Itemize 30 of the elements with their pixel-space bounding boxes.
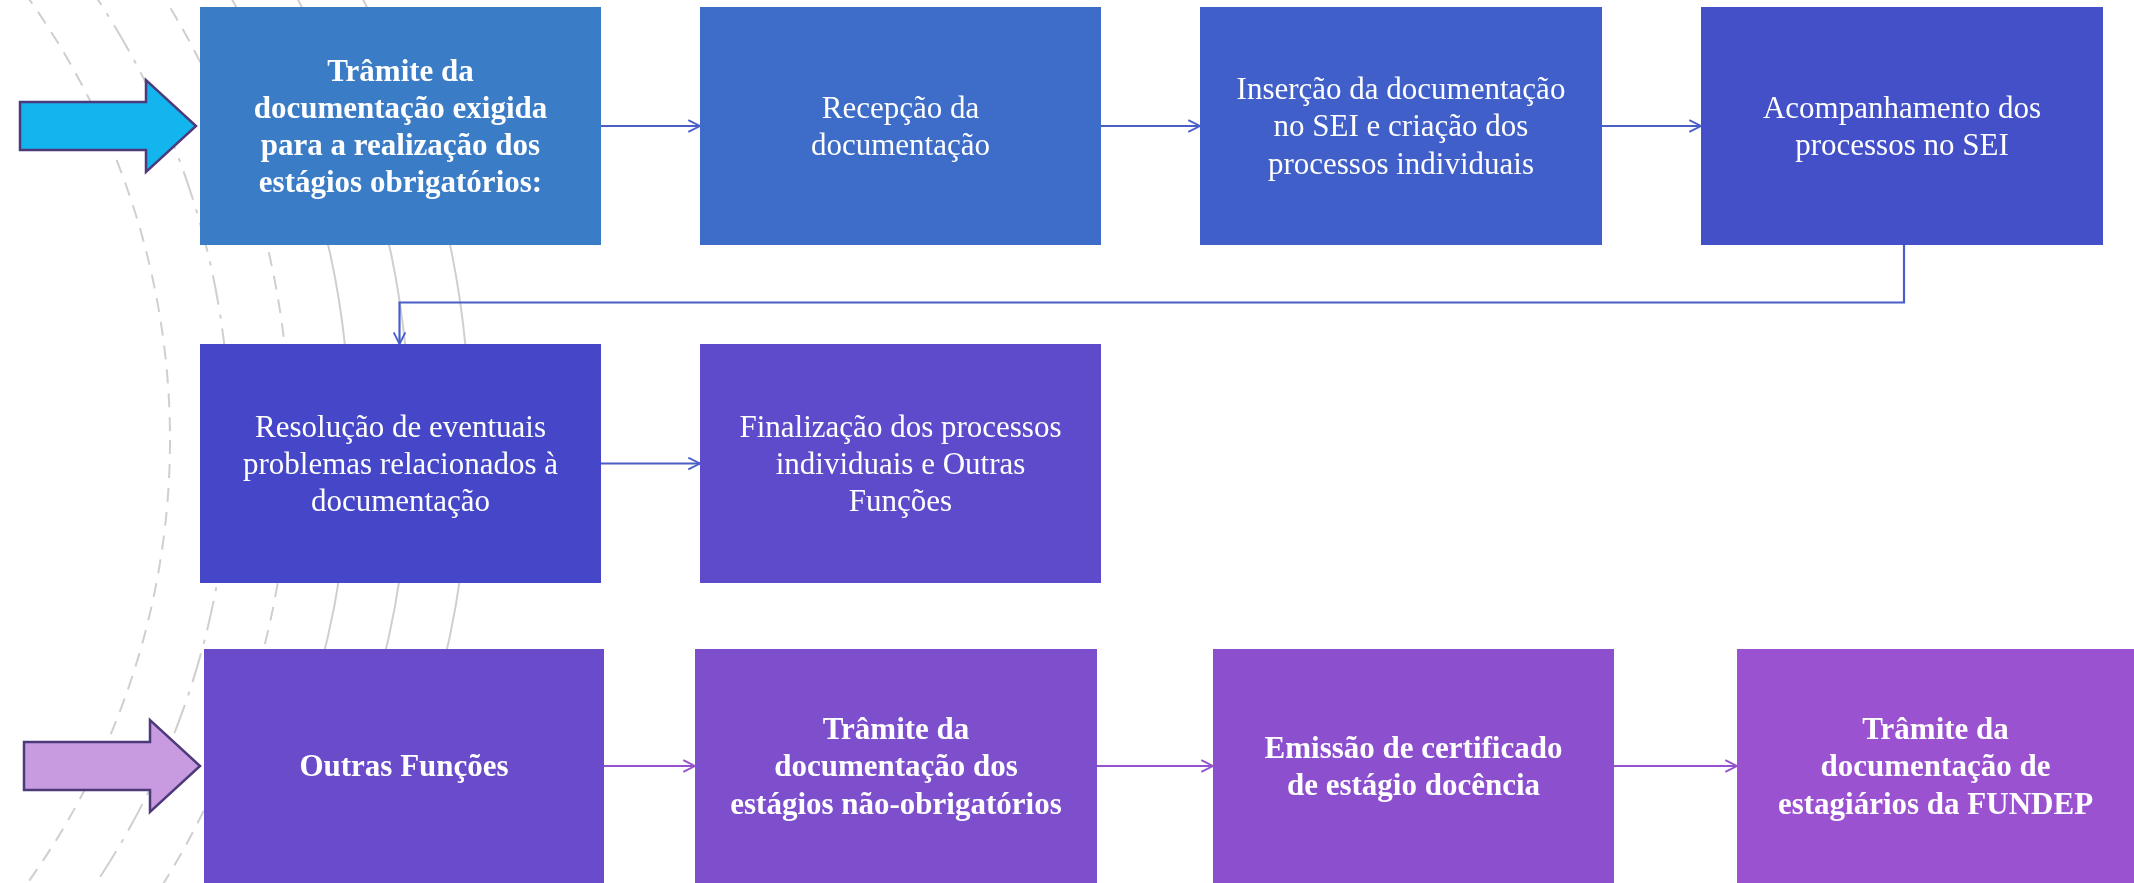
process-box (200, 344, 601, 583)
box-label: Recepção da documentação (810, 88, 991, 164)
arrow (601, 119, 701, 133)
arrow (1097, 759, 1214, 773)
process-box (1213, 649, 1614, 883)
arrow (392, 245, 1906, 345)
block-arrow (18, 77, 198, 175)
arrow (604, 759, 696, 773)
box-label: Emissão de certificado de estágio docência (1263, 728, 1564, 804)
arrow (1101, 119, 1201, 133)
box-label: Finalização dos processos individuais e Outras Funções (738, 407, 1063, 520)
process-box (695, 649, 1097, 883)
box-label: Outras Funções (299, 747, 509, 785)
arrow (601, 456, 701, 471)
arrow (1614, 759, 1738, 773)
box-label: Acompanhamento dos processos no SEI (1761, 88, 2043, 164)
box-label: Inserção da documentação no SEI e criação dos processos individuais (1235, 70, 1567, 182)
box-label: Trâmite da documentação exigida para a realização dos estágios obrigatórios: (252, 51, 549, 201)
process-box (700, 344, 1101, 583)
box-label: Trâmite da documentação dos estágios não-obrigatórios (729, 710, 1063, 822)
box-label: Trâmite da documentação de estagiários da FUNDEP (1776, 710, 2095, 822)
process-box (1701, 7, 2103, 245)
process-box (1737, 649, 2134, 883)
process-box (700, 7, 1101, 245)
process-box (204, 649, 604, 883)
block-arrow (22, 717, 202, 815)
process-box (200, 7, 601, 245)
arrow (1602, 119, 1702, 133)
box-label: Resolução de eventuais problemas relacionados à documentação (241, 407, 559, 520)
process-box (1200, 7, 1602, 245)
